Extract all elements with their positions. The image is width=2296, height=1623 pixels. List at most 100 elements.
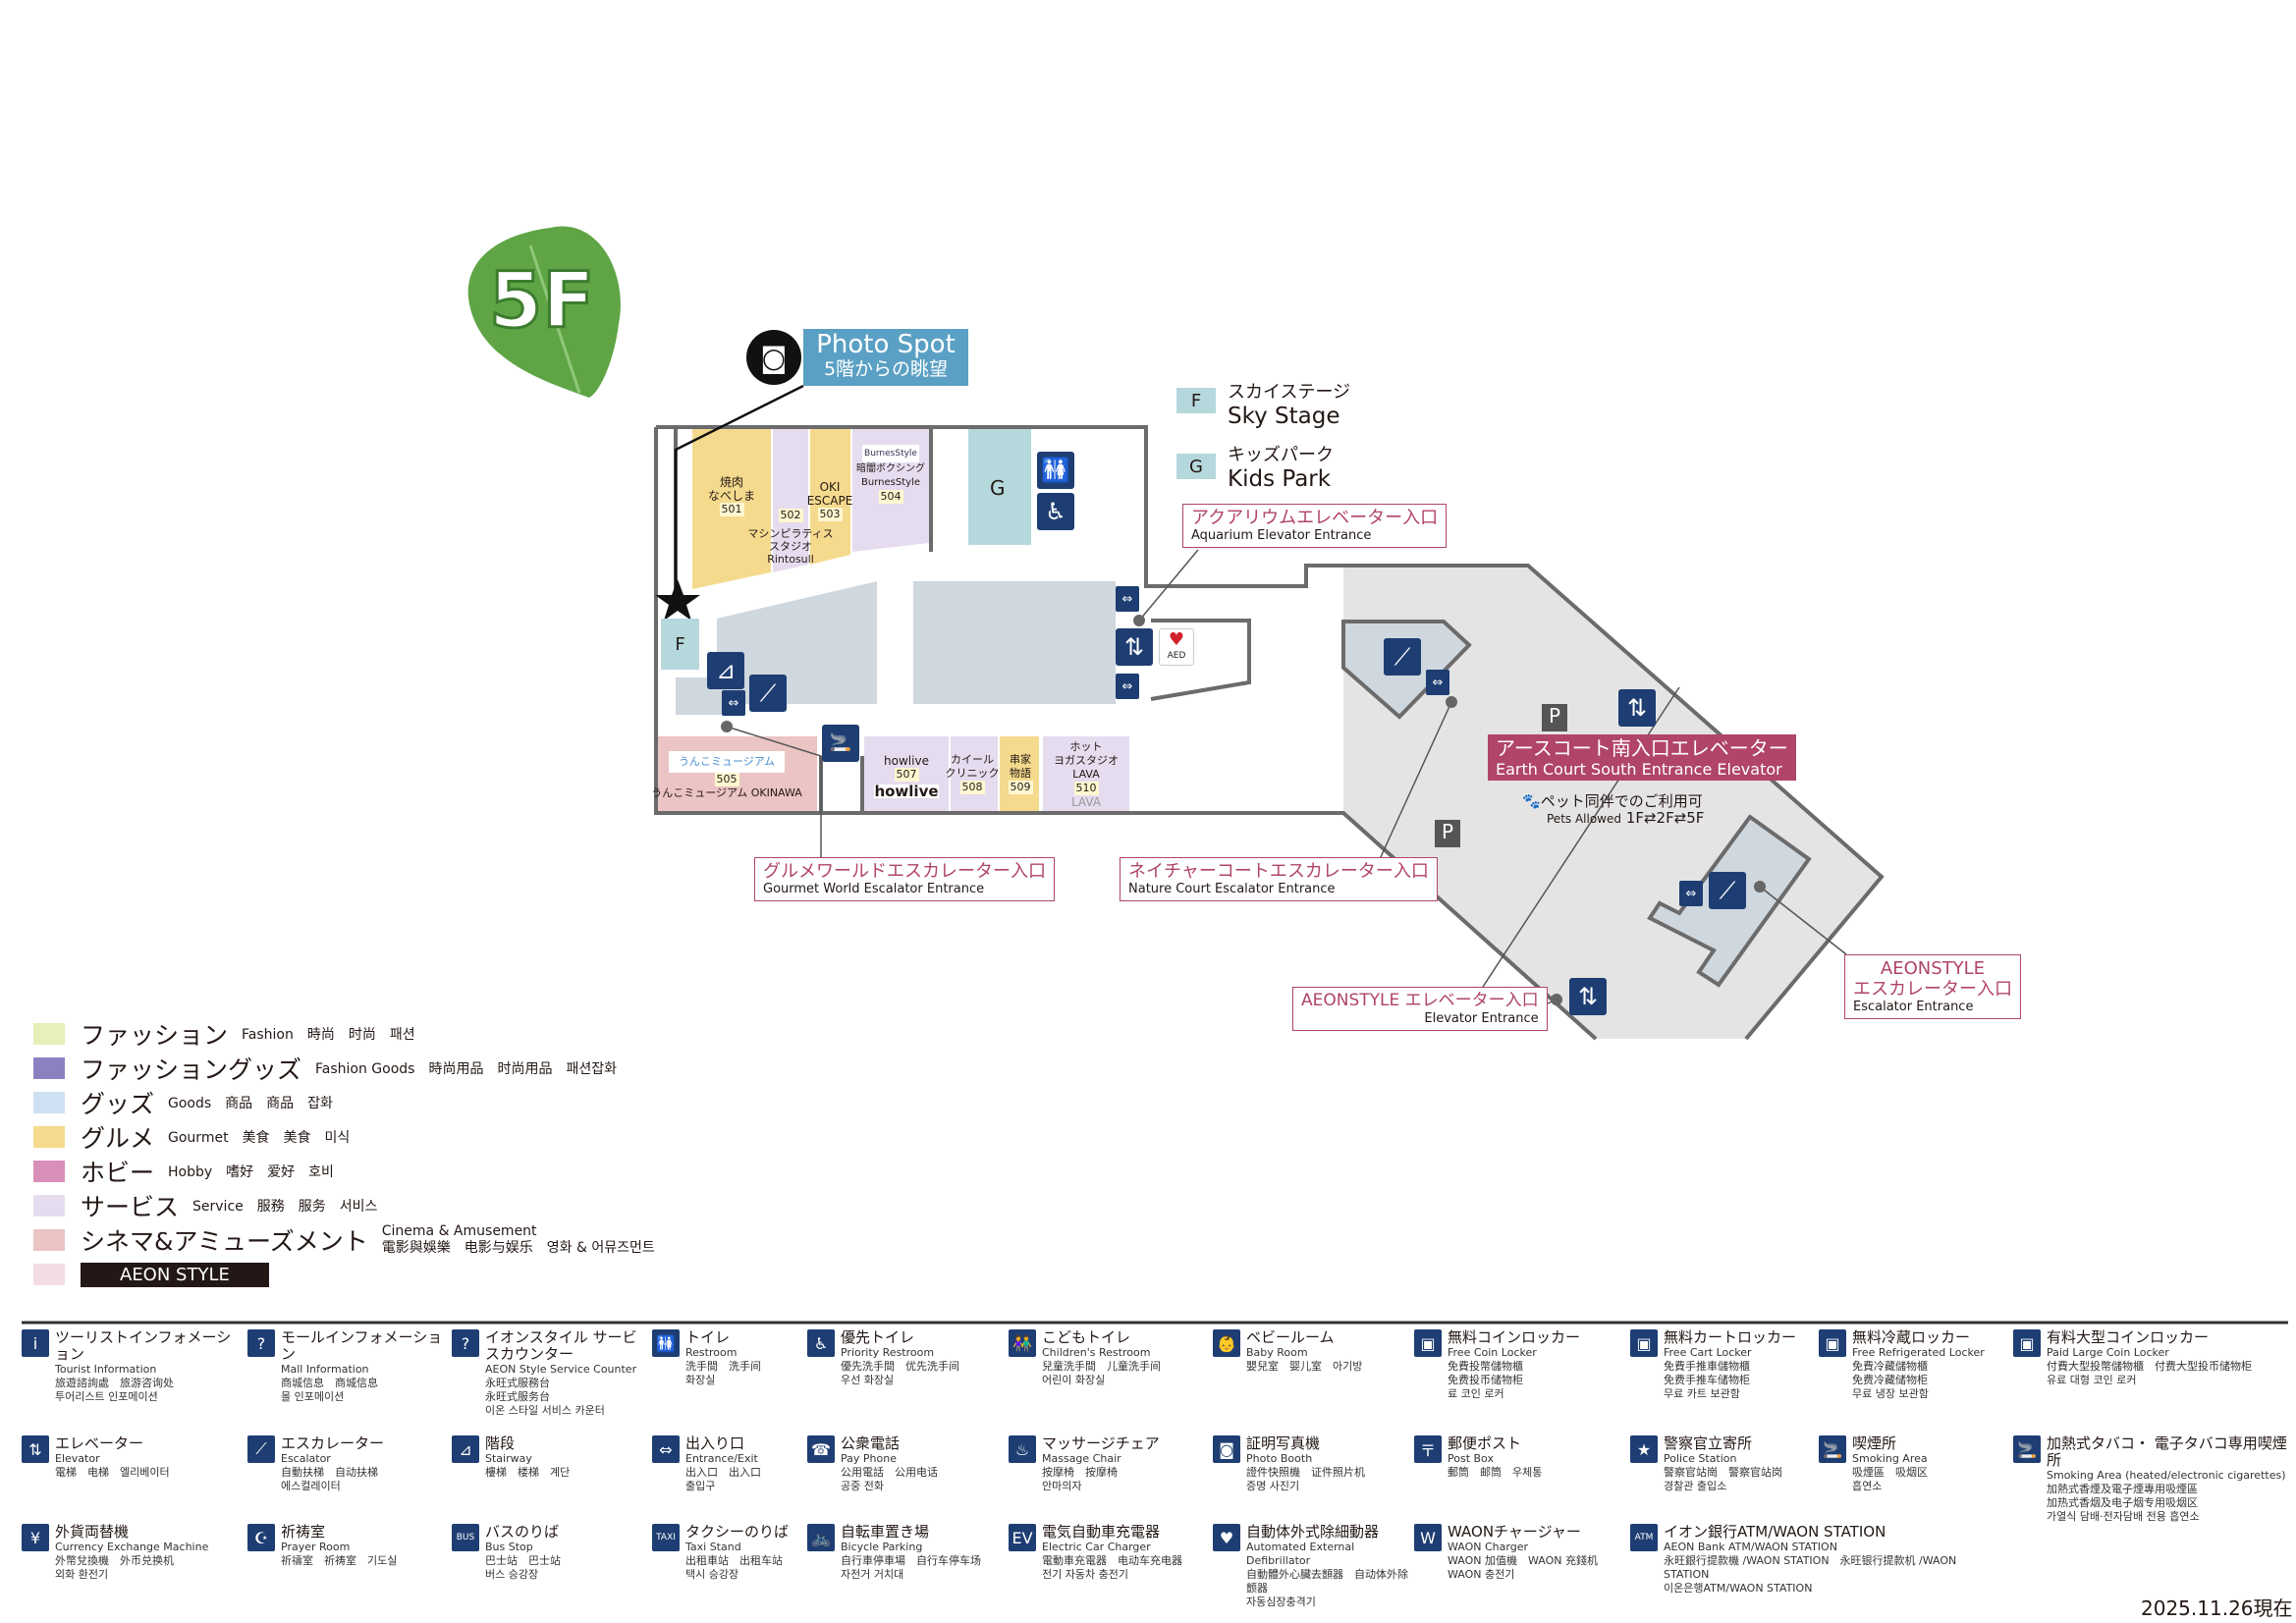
corridor-block-right xyxy=(913,581,1116,704)
coin-locker-icon: ▣ xyxy=(1414,1329,1442,1357)
legend-ml: Hobby 嗜好 爱好 호비 xyxy=(168,1164,334,1180)
key-g: G xyxy=(1176,454,1216,479)
unko-logo: うんこミュージアム xyxy=(668,751,785,773)
store-number: 502 xyxy=(778,509,803,522)
waon-charger-icon: W xyxy=(1414,1524,1442,1551)
facility-title: 自転車置き場 xyxy=(841,1523,930,1541)
facility-title: イオンスタイル サービスカウンター xyxy=(485,1328,637,1363)
parking-icon: P xyxy=(1435,820,1460,847)
facility-subtext: 旅遊諮詢處 旅游咨询处 xyxy=(55,1377,174,1389)
store-name: 焼肉 なべしま xyxy=(707,475,755,503)
sky-stage-area[interactable]: F xyxy=(661,619,699,670)
facility-subtext: 경찰관 출입소 xyxy=(1664,1480,1727,1492)
facility-subtext: 에스컬레이터 xyxy=(281,1480,341,1492)
label-en: Gourmet World Escalator Entrance xyxy=(763,882,985,896)
legend-jp: サービス xyxy=(81,1193,180,1221)
label-en: Nature Court Escalator Entrance xyxy=(1128,882,1336,896)
facility-subtext: 버스 승강장 xyxy=(485,1568,539,1581)
label-en: Elevator Entrance xyxy=(1424,1011,1539,1026)
date-stamp: 2025.11.26現在 xyxy=(2141,1596,2293,1620)
facility-subtext: 료 코인 로커 xyxy=(1448,1387,1504,1400)
phone-icon: ☎ xyxy=(807,1435,835,1463)
facility-subtext: 증명 사진기 xyxy=(1246,1480,1300,1492)
facility-subtext: Police Station xyxy=(1664,1452,1737,1465)
store-name: カイール クリニック xyxy=(945,752,1000,780)
facility-subtext: Escalator xyxy=(281,1452,331,1465)
facility-subtext: 免费投币储物柜 xyxy=(1448,1374,1523,1386)
legend-ml2: 電影與娛樂 电影与娱乐 영화 & 어뮤즈먼트 xyxy=(381,1240,655,1256)
service-counter-icon: ? xyxy=(452,1329,479,1357)
facility-title: マッサージチェア xyxy=(1042,1434,1160,1452)
escalator-icon: ⟋ xyxy=(247,1435,275,1463)
entrance-icon: ⇔ xyxy=(1116,674,1139,699)
facility-subtext: Massage Chair xyxy=(1042,1452,1121,1465)
store-name: 暗闇ボクシング BurnesStyle xyxy=(856,462,925,488)
children-restroom-icon: 👫 xyxy=(1009,1329,1036,1357)
facility-subtext: 吸煙區 吸烟区 xyxy=(1852,1466,1928,1479)
bus-icon: BUS xyxy=(452,1524,479,1551)
facility-subtext: 優先洗手間 优先洗手间 xyxy=(841,1360,959,1373)
store-block-510 xyxy=(1043,736,1129,813)
facility-subtext: Entrance/Exit xyxy=(685,1452,758,1465)
entrance-icon: ⇔ xyxy=(1679,881,1703,906)
camera-icon: ◙ xyxy=(746,330,801,385)
leader-line xyxy=(1759,886,1847,955)
store-number: 501 xyxy=(719,503,744,516)
facility-subtext: 어린이 화장실 xyxy=(1042,1374,1106,1386)
facility-subtext: 證件快照機 证件照片机 xyxy=(1246,1466,1365,1479)
key-f: F xyxy=(1176,388,1216,413)
facility-subtext: 이온 스타일 서비스 카운터 xyxy=(485,1404,605,1417)
sky-stage-en: Sky Stage xyxy=(1228,404,1340,429)
leaf-badge xyxy=(467,226,621,398)
facility-subtext: 무료 냉장 보관함 xyxy=(1852,1387,1929,1400)
kids-park-jp: キッズパーク xyxy=(1228,445,1334,465)
facility-subtext: 전기 자동차 충전기 xyxy=(1042,1568,1128,1581)
label-jp: エスカレーター入口 xyxy=(1853,979,2012,1000)
legend-jp: シネマ&アミューズメント xyxy=(81,1227,368,1256)
facility-subtext: WAON Charger xyxy=(1448,1541,1528,1553)
facility-subtext: 免費冷藏儲物櫃 xyxy=(1852,1360,1928,1373)
facility-subtext: 外幣兌換機 外币兑换机 xyxy=(55,1554,174,1567)
elevator-icon: ⇅ xyxy=(1618,689,1656,727)
massage-chair-icon: ♨ xyxy=(1009,1435,1036,1463)
store-502[interactable]: 502 xyxy=(773,506,808,525)
kids-park-area[interactable]: G xyxy=(990,476,1006,500)
facility-subtext: 巴士站 巴士站 xyxy=(485,1554,561,1567)
facility-subtext: 電動車充電器 电动车充电器 xyxy=(1042,1554,1182,1567)
facility-title: ベビールーム xyxy=(1246,1328,1335,1346)
facility-title: エスカレーター xyxy=(281,1434,385,1452)
facility-title: 加熱式タバコ・ 電子タバコ専用喫煙所 xyxy=(2047,1434,2287,1469)
legend-jp: グルメ xyxy=(81,1124,155,1153)
facility-subtext: 免費投幣儲物櫃 xyxy=(1448,1360,1523,1373)
elevator-icon: ⇅ xyxy=(22,1435,49,1463)
stairway-icon: ⊿ xyxy=(707,652,744,689)
kids-park-en: Kids Park xyxy=(1228,466,1332,492)
facility-subtext: 永旺式服務台 xyxy=(485,1377,550,1389)
photo-spot-subtitle: 5階からの眺望 xyxy=(823,358,949,380)
floor-badge: 5F xyxy=(488,256,597,348)
legend-item: AEON STYLE xyxy=(33,1260,269,1289)
